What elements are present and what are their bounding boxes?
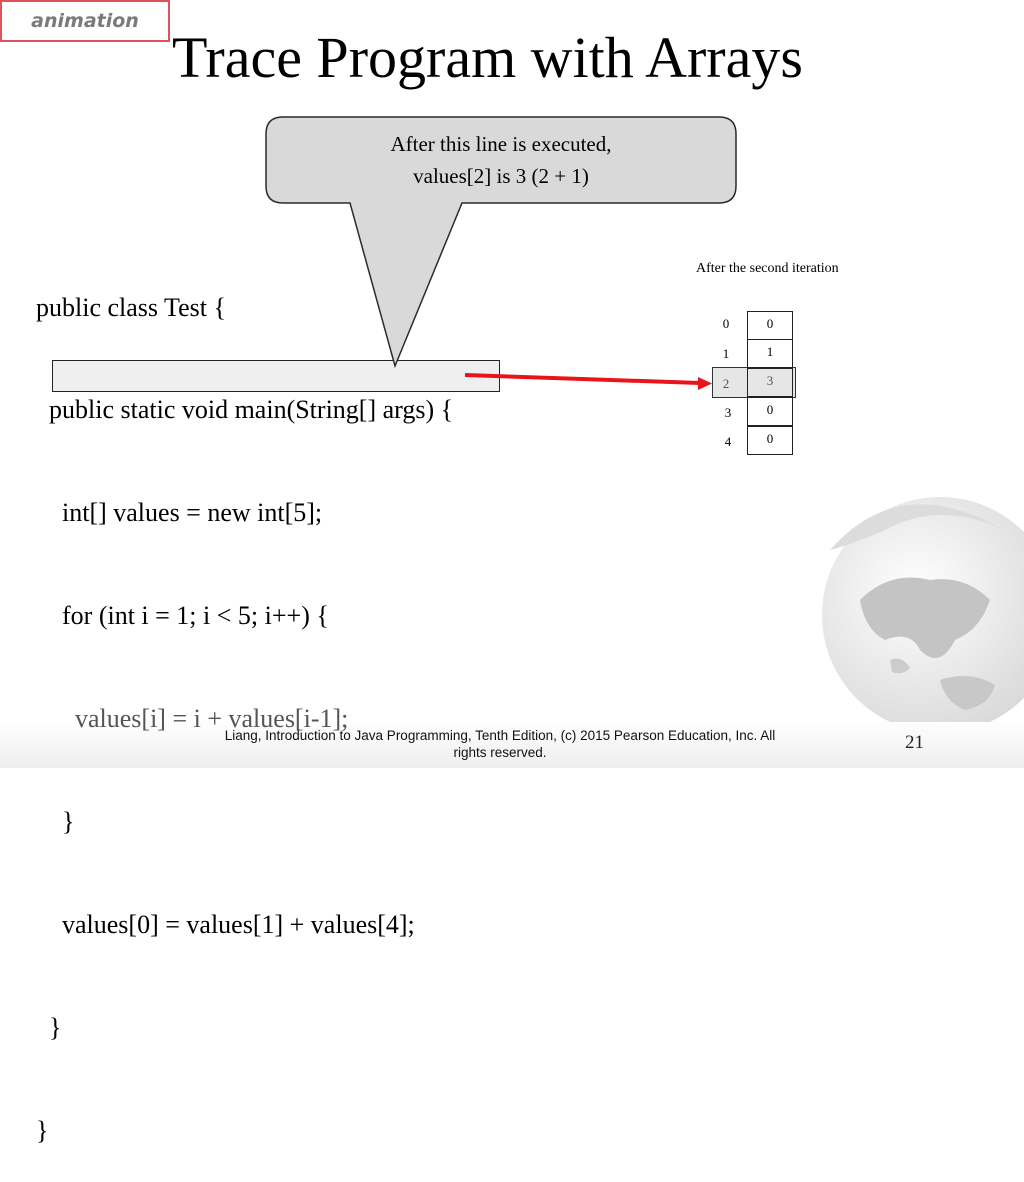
array-cell: 0	[747, 426, 793, 455]
array-index: 0	[722, 316, 730, 331]
globe-icon	[822, 497, 1024, 722]
footer-credit: Liang, Introduction to Java Programming,…	[205, 727, 795, 761]
code-line: }	[36, 1012, 62, 1042]
code-line: int[] values = new int[5];	[36, 498, 323, 528]
array-index: 1	[722, 346, 730, 361]
array-cell: 0	[747, 397, 793, 426]
callout-bubble	[265, 116, 737, 369]
callout-text: After this line is executed, values[2] i…	[268, 128, 734, 192]
array-cell-highlighted: 3	[747, 368, 793, 397]
code-line: values[0] = values[1] + values[4];	[36, 909, 415, 939]
footer-line: rights reserved.	[453, 745, 547, 760]
array-index: 3	[724, 405, 732, 420]
animation-badge: animation	[0, 0, 170, 42]
page-number: 21	[905, 732, 924, 753]
current-element-highlight	[712, 367, 796, 398]
code-line-highlighted: values[i] = i + values[i-1];	[36, 704, 349, 734]
code-line: public class Test {	[36, 292, 226, 322]
array-index: 4	[724, 434, 732, 449]
footer-line: Liang, Introduction to Java Programming,…	[224, 728, 776, 743]
callout-line: values[2] is 3 (2 + 1)	[413, 164, 589, 188]
callout-line: After this line is executed,	[390, 132, 612, 156]
code-line: for (int i = 1; i < 5; i++) {	[36, 601, 329, 631]
array-caption: After the second iteration	[696, 261, 839, 276]
highlighted-line-box	[52, 360, 500, 392]
footer-bar	[0, 720, 1024, 768]
code-line: }	[36, 807, 75, 837]
slide-title: Trace Program with Arrays	[172, 25, 803, 90]
array-cell: 1	[747, 339, 793, 368]
pointer-arrow	[464, 373, 712, 390]
code-line: public static void main(String[] args) {	[36, 395, 454, 425]
array-index: 2	[722, 376, 730, 391]
array-cell: 0	[747, 311, 793, 340]
code-line: }	[36, 1115, 49, 1145]
